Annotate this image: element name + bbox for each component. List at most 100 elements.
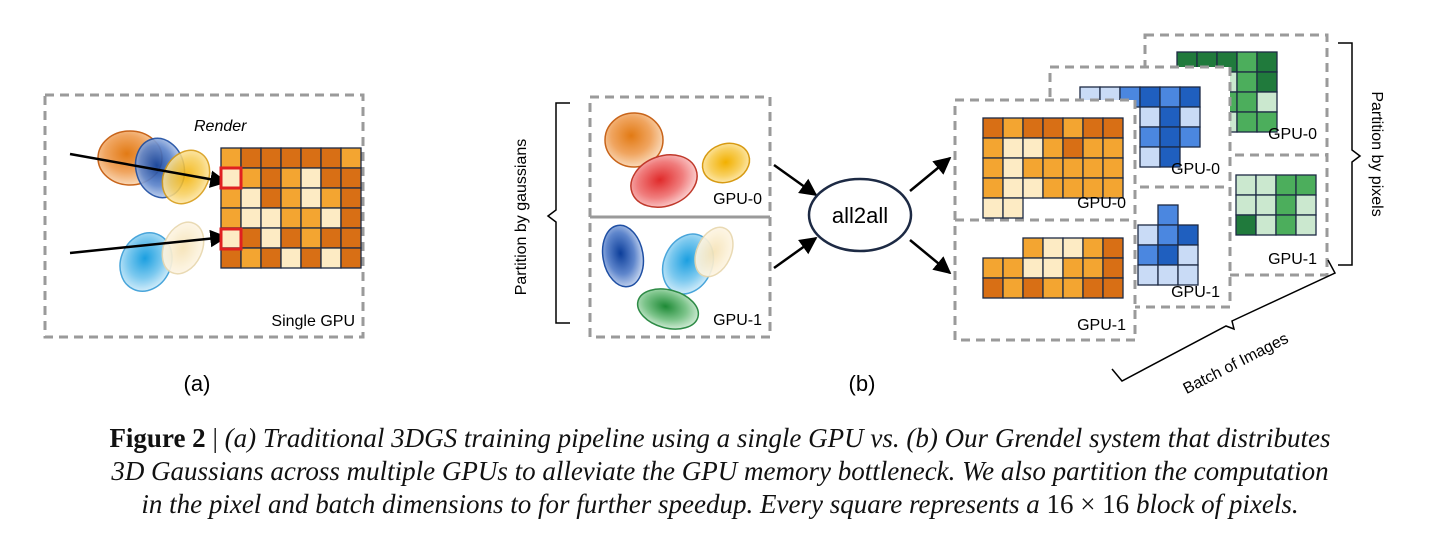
pixel-tile <box>1102 157 1124 179</box>
pixel-tile <box>1022 177 1044 199</box>
pixel-tile <box>240 147 262 169</box>
pixel-tile <box>1022 117 1044 139</box>
figure-number: Figure 2 <box>109 423 206 453</box>
green-gpu1-tiles <box>1235 174 1317 236</box>
pixel-tile <box>1102 257 1124 279</box>
pixel-tile <box>1177 224 1199 246</box>
blue-gpu0-label: GPU-0 <box>1171 161 1220 178</box>
single-gpu-pixel-grid <box>220 147 362 269</box>
pixel-tile <box>1256 71 1278 93</box>
pixel-tile <box>300 227 322 249</box>
yellow-gaussian <box>161 149 211 205</box>
pixel-tile <box>1157 224 1179 246</box>
pixel-tile <box>1137 264 1159 286</box>
gpu0-label: GPU-0 <box>713 191 762 208</box>
pixels-brace <box>1338 42 1362 266</box>
blue-gpu1-label: GPU-1 <box>1171 284 1220 301</box>
pixel-tile <box>260 247 282 269</box>
pixel-tile <box>1255 194 1277 216</box>
pixel-tile <box>240 227 262 249</box>
pixel-tile <box>1022 137 1044 159</box>
caption-text-3b: block of pixels. <box>1129 489 1299 519</box>
pixel-tile <box>1275 174 1297 196</box>
pixel-tile <box>1295 174 1317 196</box>
pixel-tile <box>982 177 1004 199</box>
pixel-tile <box>240 207 262 229</box>
pixel-tile <box>1022 237 1044 259</box>
pixel-tile <box>320 187 342 209</box>
pixel-tile <box>1022 257 1044 279</box>
caption-separator: | <box>205 423 225 453</box>
all2all-node <box>807 177 913 253</box>
pixel-tile <box>1236 91 1258 113</box>
ray-top <box>69 152 228 188</box>
pixel-tile <box>280 227 302 249</box>
batch-of-images-label: Batch of Images <box>1181 330 1292 398</box>
pixel-tile <box>1236 71 1258 93</box>
pixel-tile <box>1002 117 1024 139</box>
orange-gpu1-tiles <box>982 237 1124 299</box>
pixel-tile <box>300 187 322 209</box>
pixel-tile <box>1062 277 1084 299</box>
pixel-tile <box>1139 86 1161 108</box>
pixel-tile <box>1255 214 1277 236</box>
pixel-tile <box>220 147 242 169</box>
darkblue-gaussian <box>601 224 645 288</box>
pixel-tile <box>1137 224 1159 246</box>
caption-line-2: 3D Gaussians across multiple GPUs to all… <box>111 456 1329 486</box>
pixel-tile <box>1022 157 1044 179</box>
pixel-tile <box>1256 91 1278 113</box>
pixel-tile <box>1255 174 1277 196</box>
pixel-tile <box>240 187 262 209</box>
pixel-tile <box>1102 237 1124 259</box>
pixel-tile <box>1002 197 1024 219</box>
arrow-all2all-to-gpu1 <box>909 239 952 275</box>
pixel-tile <box>1159 86 1181 108</box>
cream-gaussian <box>161 221 205 275</box>
pixel-tile <box>1002 137 1024 159</box>
pixel-tile <box>1062 237 1084 259</box>
pixel-tile <box>1275 194 1297 216</box>
panel-a-sublabel: (a) <box>184 371 211 396</box>
pixel-tile <box>1139 126 1161 148</box>
pixel-tile <box>1295 194 1317 216</box>
pixel-tile <box>240 247 262 269</box>
pixel-tile <box>1102 177 1124 199</box>
pixel-tile <box>982 257 1004 279</box>
pixel-tile <box>1102 277 1124 299</box>
pixel-tile <box>340 147 362 169</box>
pixel-tile <box>340 207 362 229</box>
batch-brace <box>1111 259 1337 382</box>
orange-gpu0-label: GPU-0 <box>1077 195 1126 212</box>
caption-line-1: Figure 2 | (a) Traditional 3DGS training… <box>0 422 1440 455</box>
figure-diagram: Render Single GPU (a) Partition by gauss… <box>43 33 1385 398</box>
pixel-tile <box>320 247 342 269</box>
pixel-tile <box>1082 137 1104 159</box>
orange-gpu1-label: GPU-1 <box>1077 317 1126 334</box>
highlight-pixel-bottom <box>219 227 243 251</box>
pixel-tile <box>1236 51 1258 73</box>
pixel-tile <box>220 187 242 209</box>
pixel-tile <box>1157 244 1179 266</box>
red-gaussian <box>630 154 698 208</box>
pixel-tile <box>220 247 242 269</box>
pixel-tile <box>280 247 302 269</box>
orange-gaussian <box>604 112 664 168</box>
pixel-tile <box>1235 194 1257 216</box>
pixel-tile <box>1002 157 1024 179</box>
pixel-tile <box>1177 244 1199 266</box>
cream-gaussian <box>694 226 734 278</box>
pixel-tile <box>1159 146 1181 168</box>
pixel-tile <box>280 167 302 189</box>
orange-gpu0-tiles <box>982 117 1124 219</box>
pixel-tile <box>982 197 1004 219</box>
pixel-tile <box>982 277 1004 299</box>
pixel-tile <box>1102 137 1124 159</box>
partition-by-pixels-label: Partition by pixels <box>1368 91 1385 216</box>
pixel-tile <box>1082 277 1104 299</box>
green-gpu0-label: GPU-0 <box>1268 126 1317 143</box>
pixel-tile <box>1295 214 1317 236</box>
pixel-tile <box>340 227 362 249</box>
pixel-tile <box>1062 117 1084 139</box>
pixel-tile <box>1235 174 1257 196</box>
